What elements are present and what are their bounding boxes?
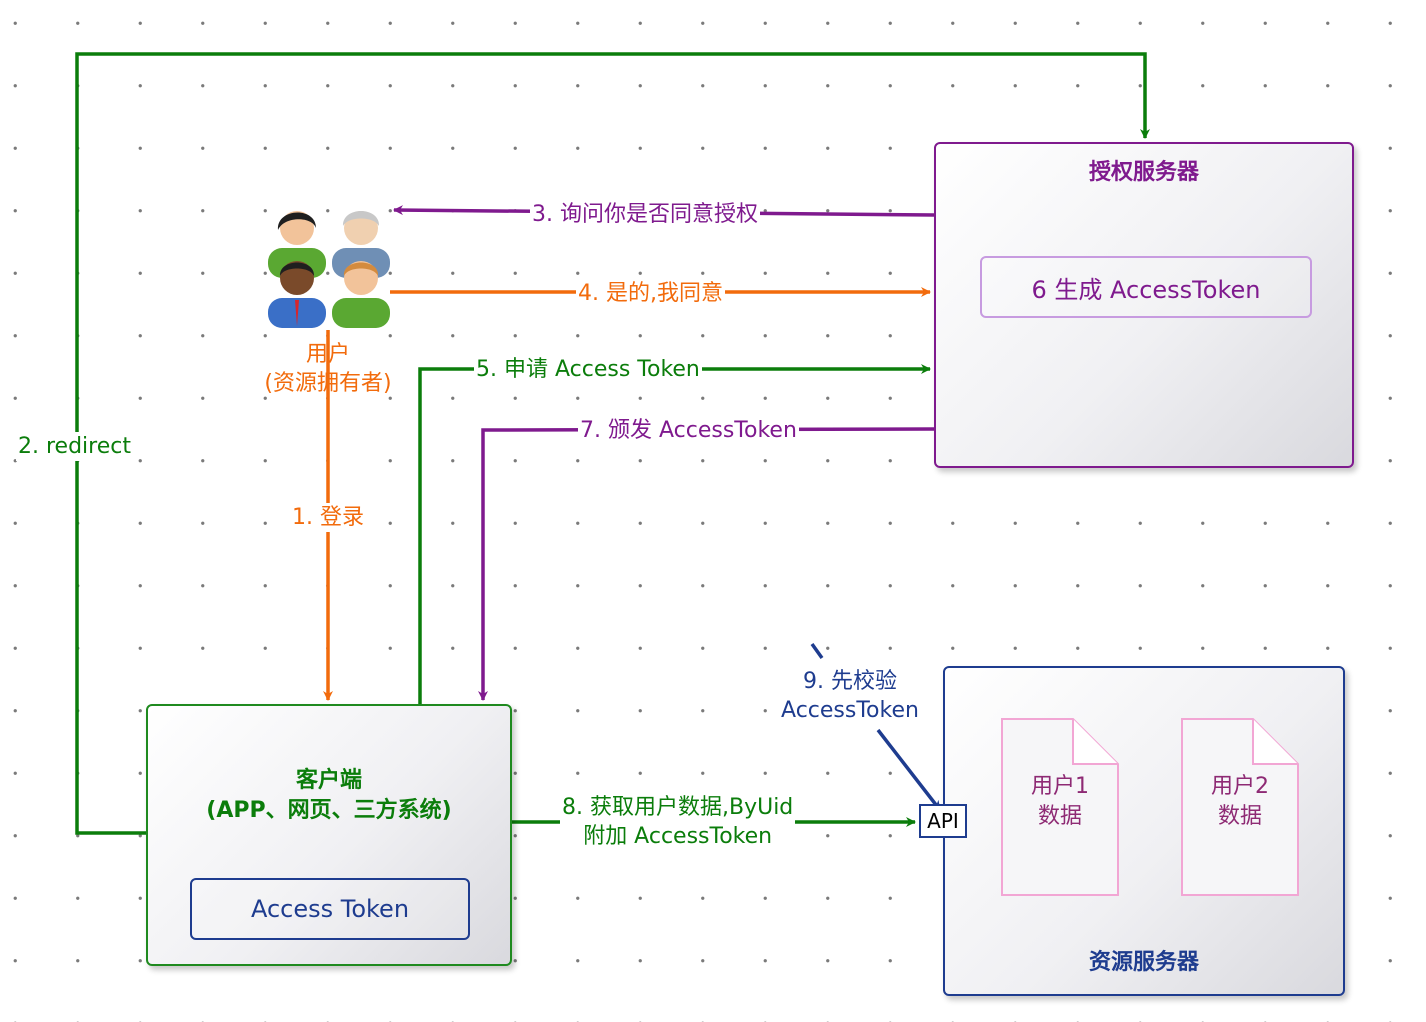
edge-issue-token — [478, 427, 935, 701]
document-icon — [1181, 718, 1299, 896]
step-2-label: 2. redirect — [16, 432, 133, 461]
api-endpoint: API — [919, 804, 967, 838]
client-title: 客户端 (APP、网页、三方系统) — [206, 768, 452, 823]
user2-data-document: 用户2 数据 — [1181, 718, 1299, 896]
step-7-label: 7. 颁发 AccessToken — [578, 416, 799, 445]
user1-data-document: 用户1 数据 — [1001, 718, 1119, 896]
step-1-label: 1. 登录 — [290, 503, 366, 532]
edge-verify — [810, 642, 940, 810]
step-5-label: 5. 申请 Access Token — [474, 355, 702, 384]
user1-data-label: 用户1 数据 — [1031, 774, 1089, 829]
resource-server-title: 资源服务器 — [1088, 950, 1199, 975]
user2-data-label: 用户2 数据 — [1211, 774, 1269, 829]
step-9-label: 9. 先校验 AccessToken — [779, 667, 921, 725]
client-access-token-box: Access Token — [190, 878, 470, 940]
step-3-label: 3. 询问你是否同意授权 — [530, 200, 760, 229]
auth-server-box: 授权服务器 6 生成 AccessToken — [934, 142, 1354, 468]
client-box: 客户端 (APP、网页、三方系统) Access Token — [146, 704, 512, 966]
step-4-label: 4. 是的,我同意 — [576, 279, 725, 308]
users-group-icon — [268, 211, 390, 328]
document-icon — [1001, 718, 1119, 896]
resource-server-box: 用户1 数据 用户2 数据 资源服务器 — [943, 666, 1345, 996]
edge-redirect — [75, 52, 1150, 835]
auth-server-title: 授权服务器 — [1088, 160, 1199, 185]
step-8-label: 8. 获取用户数据,ByUid 附加 AccessToken — [560, 793, 796, 851]
generate-token-box: 6 生成 AccessToken — [980, 256, 1312, 318]
edge-request-token — [418, 364, 931, 704]
user-label: 用户 (资源拥有者) — [264, 342, 392, 396]
